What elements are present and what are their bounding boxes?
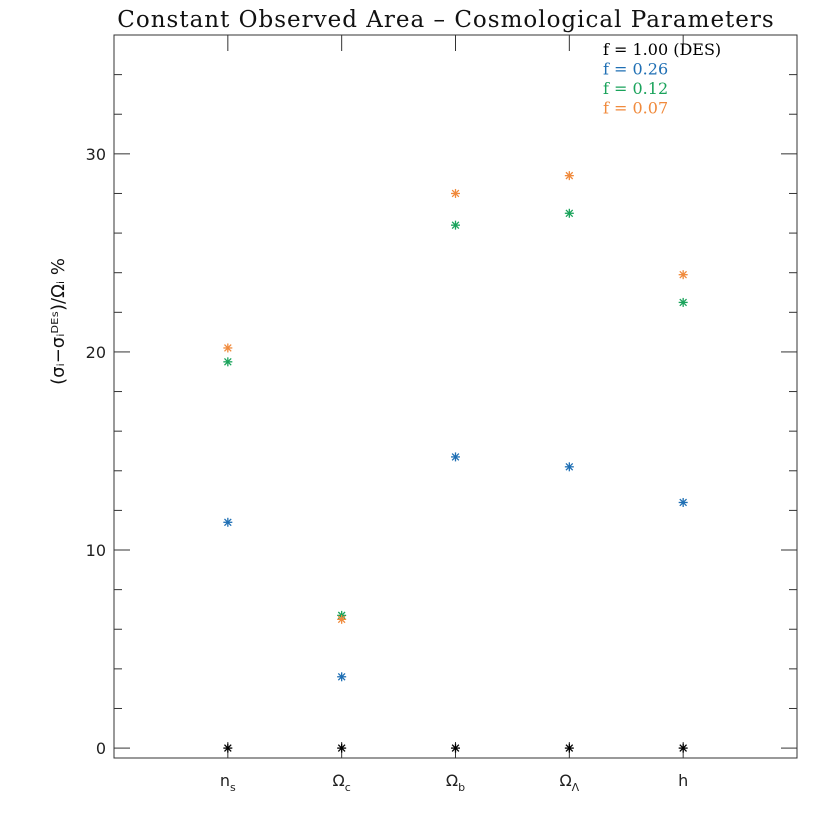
data-point <box>337 672 347 682</box>
x-axis-tick-labels: ns Ωc Ωb ΩΛ h <box>220 771 688 794</box>
data-point <box>223 357 233 367</box>
data-point <box>337 743 347 753</box>
legend-entry: f = 0.07 <box>603 99 668 118</box>
y-tick-label: 10 <box>86 541 106 560</box>
y-axis-label: (σᵢ−σᵢᴰᴱˢ)/Ωᵢ % <box>48 258 69 385</box>
x-tick-label: h <box>678 771 688 790</box>
data-point <box>678 497 688 507</box>
data-point <box>678 270 688 280</box>
legend-entry: f = 0.12 <box>603 79 668 98</box>
x-tick-label: ΩΛ <box>559 771 579 794</box>
chart-title: Constant Observed Area – Cosmological Pa… <box>117 7 774 33</box>
data-point <box>564 743 574 753</box>
data-point <box>451 452 460 462</box>
data-points <box>223 171 688 753</box>
legend-entry: f = 1.00 (DES) <box>603 40 721 59</box>
y-axis-ticks <box>114 74 797 749</box>
data-point <box>564 208 574 218</box>
y-tick-label: 20 <box>86 343 106 362</box>
legend-entry: f = 0.26 <box>603 60 668 79</box>
data-point <box>678 297 688 307</box>
y-tick-label: 30 <box>86 145 106 164</box>
y-axis-tick-labels: 0 10 20 30 <box>86 145 106 758</box>
data-point <box>564 462 574 472</box>
data-point <box>564 171 574 181</box>
data-point <box>337 614 347 624</box>
x-tick-label: Ωc <box>333 771 351 794</box>
x-tick-label: ns <box>220 771 236 794</box>
y-tick-label: 0 <box>96 739 106 758</box>
x-tick-label: Ωb <box>446 771 465 794</box>
data-point <box>678 743 688 753</box>
x-axis-ticks <box>227 35 684 758</box>
data-point <box>451 743 460 753</box>
legend: f = 1.00 (DES)f = 0.26f = 0.12f = 0.07 <box>603 40 721 118</box>
data-point <box>451 220 460 230</box>
data-point <box>223 517 233 527</box>
data-point <box>223 343 233 353</box>
data-point <box>451 188 460 198</box>
data-point <box>223 743 233 753</box>
plot-frame <box>113 34 798 759</box>
